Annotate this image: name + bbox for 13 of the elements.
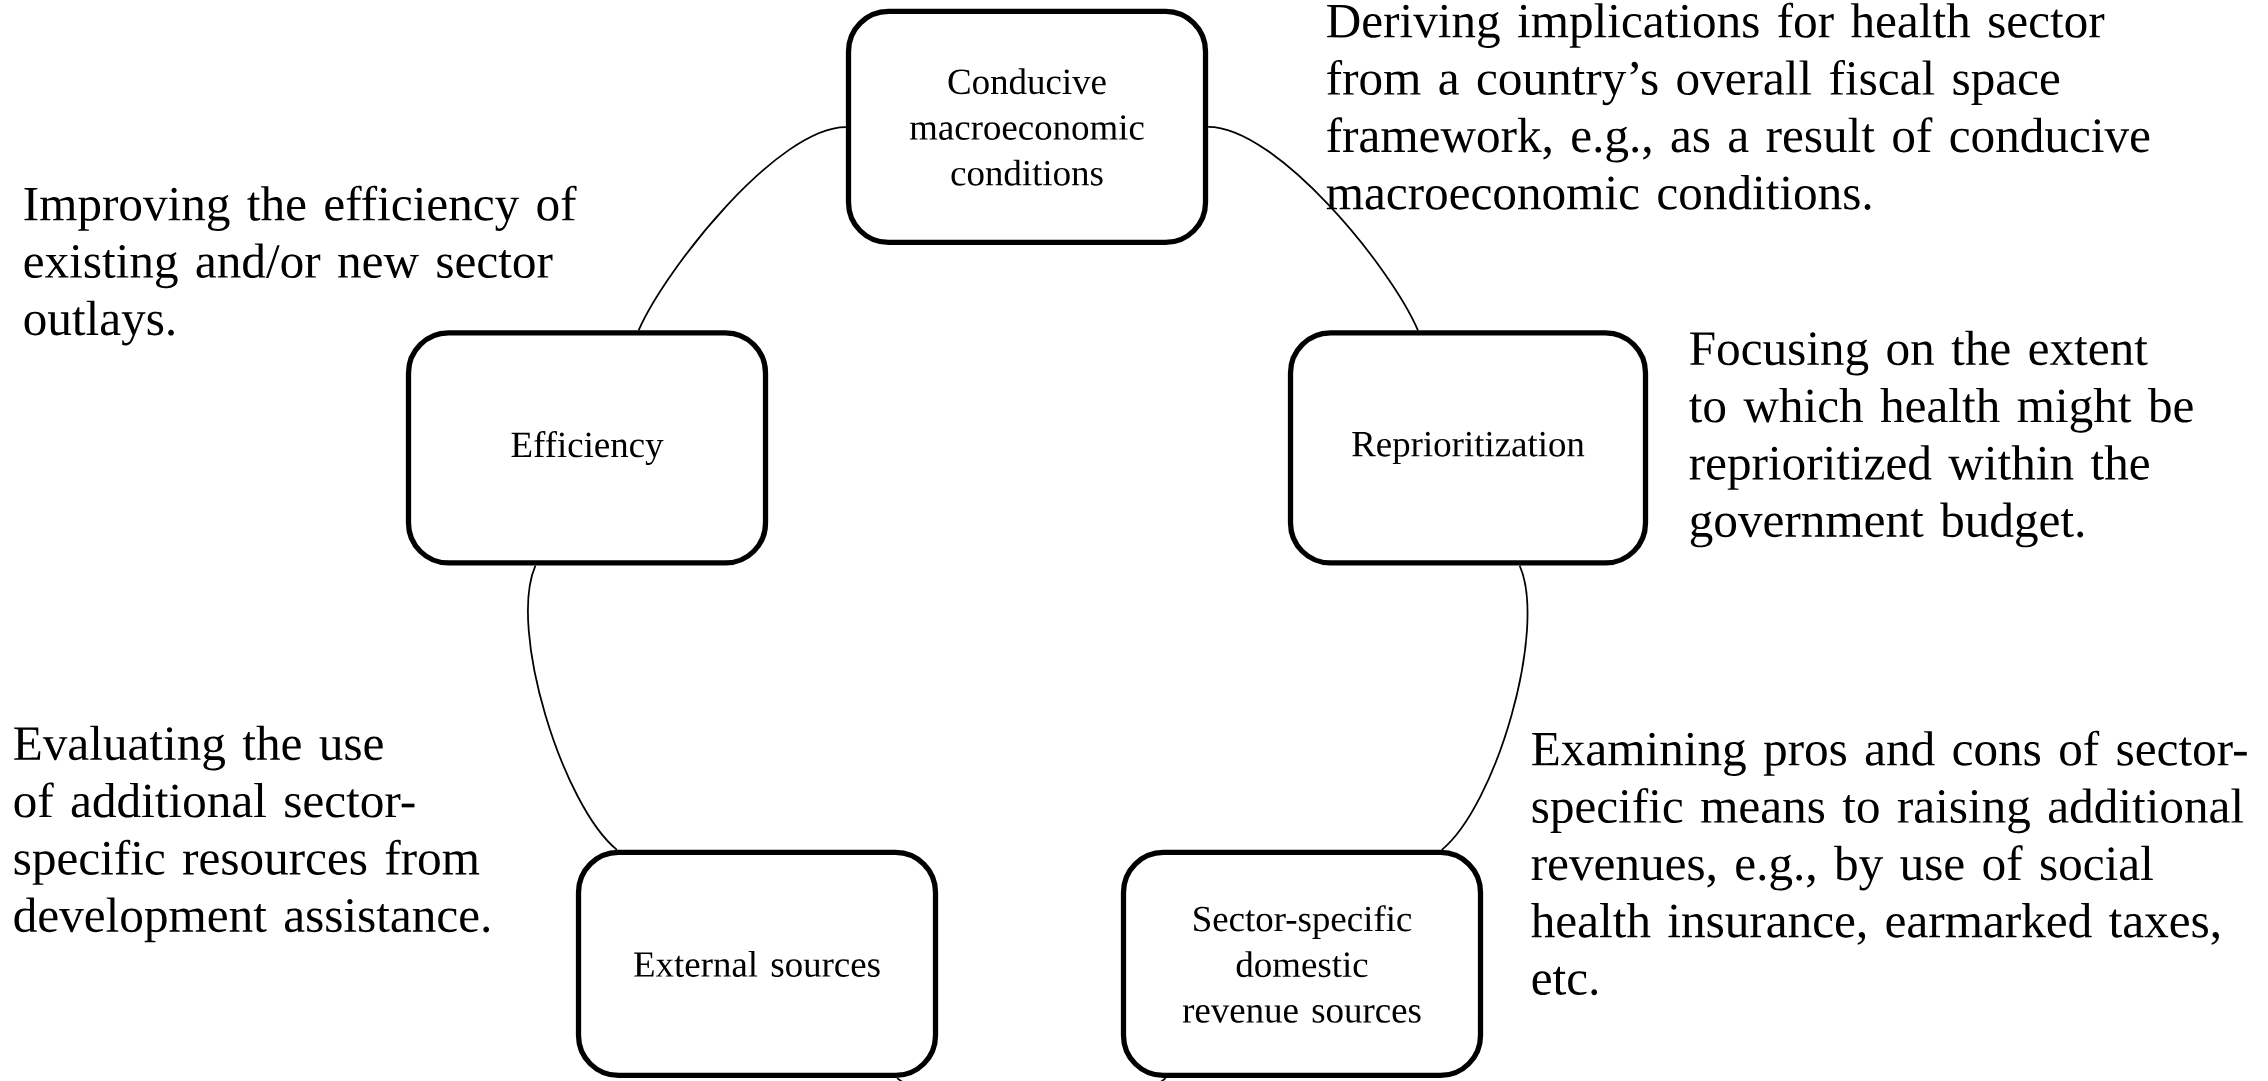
description-text: Deriving implications for health sector from a country’s overall fiscal space framework, e.g., as a result of conducive macroeconomic conditions. — [1326, 2, 2150, 210]
description-text: Evaluating the use of additional sector-specific resources from development assistance. — [14, 725, 490, 943]
description-text: Focusing on the extent to which health might be reprioritized within the government budget. — [1689, 330, 2193, 548]
connector-arc — [1440, 564, 1529, 851]
process-box: Reprioritization — [1287, 330, 1649, 566]
process-box: External sources — [575, 849, 939, 1079]
process-box: Efficiency — [405, 330, 769, 566]
connector-arc — [637, 126, 847, 332]
description-text: Examining pros and cons of sector-specific means to raising additional revenues, e.g., by use of social health insurance, earmarked taxes, etc. — [1531, 730, 2247, 996]
connector-arc — [527, 564, 618, 851]
connector-arc — [1207, 125, 1419, 332]
process-box: Conducive macroeconomic conditions — [845, 8, 1209, 246]
process-box: Sector-specific domestic revenue sources — [1120, 849, 1484, 1079]
